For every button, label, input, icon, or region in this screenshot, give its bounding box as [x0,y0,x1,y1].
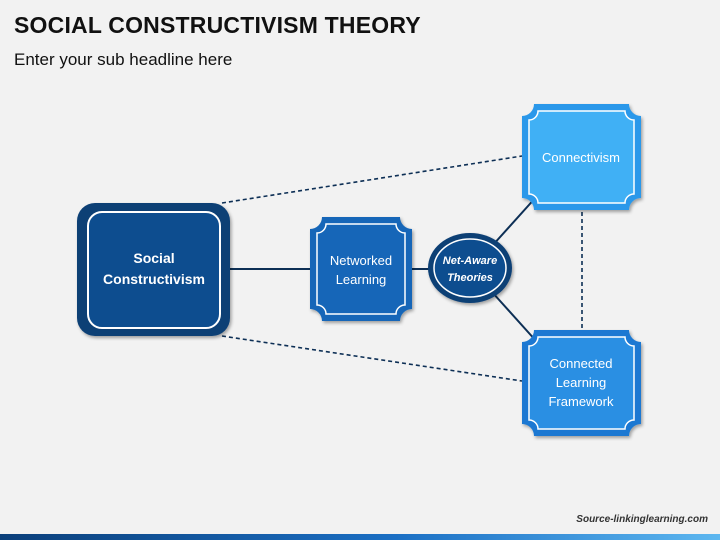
dashed-connector-bottom [221,335,523,382]
node-net-aware-theories [428,233,512,303]
connectors [221,155,583,382]
node-connected-learning-framework [522,330,641,436]
dashed-connector-top [221,155,523,204]
node-networked-learning-label-line1: Networked [330,253,392,268]
page-title: SOCIAL CONSTRUCTIVISM THEORY [14,12,421,38]
node-connectivism [522,104,641,210]
node-connected-framework-label-line2: Learning [556,375,607,390]
node-networked-learning [310,217,412,321]
node-social-constructivism [77,203,230,336]
node-social-constructivism-label-line1: Social [133,250,174,266]
node-connectivism-label: Connectivism [542,150,620,165]
node-connected-framework-label-line1: Connected [550,356,613,371]
node-net-aware-label-line1: Net-Aware [443,255,497,267]
bottom-accent-bar [0,534,720,540]
node-networked-learning-label-line2: Learning [336,272,387,287]
node-net-aware-label-line2: Theories [447,272,493,284]
page-subtitle: Enter your sub headline here [14,50,233,69]
node-social-constructivism-label-line2: Constructivism [103,271,205,287]
connector-netaware-to-connectivism [491,195,538,247]
connector-netaware-to-framework [491,291,538,343]
node-connected-framework-label-line3: Framework [548,394,614,409]
source-credit: Source-linkinglearning.com [576,514,708,525]
